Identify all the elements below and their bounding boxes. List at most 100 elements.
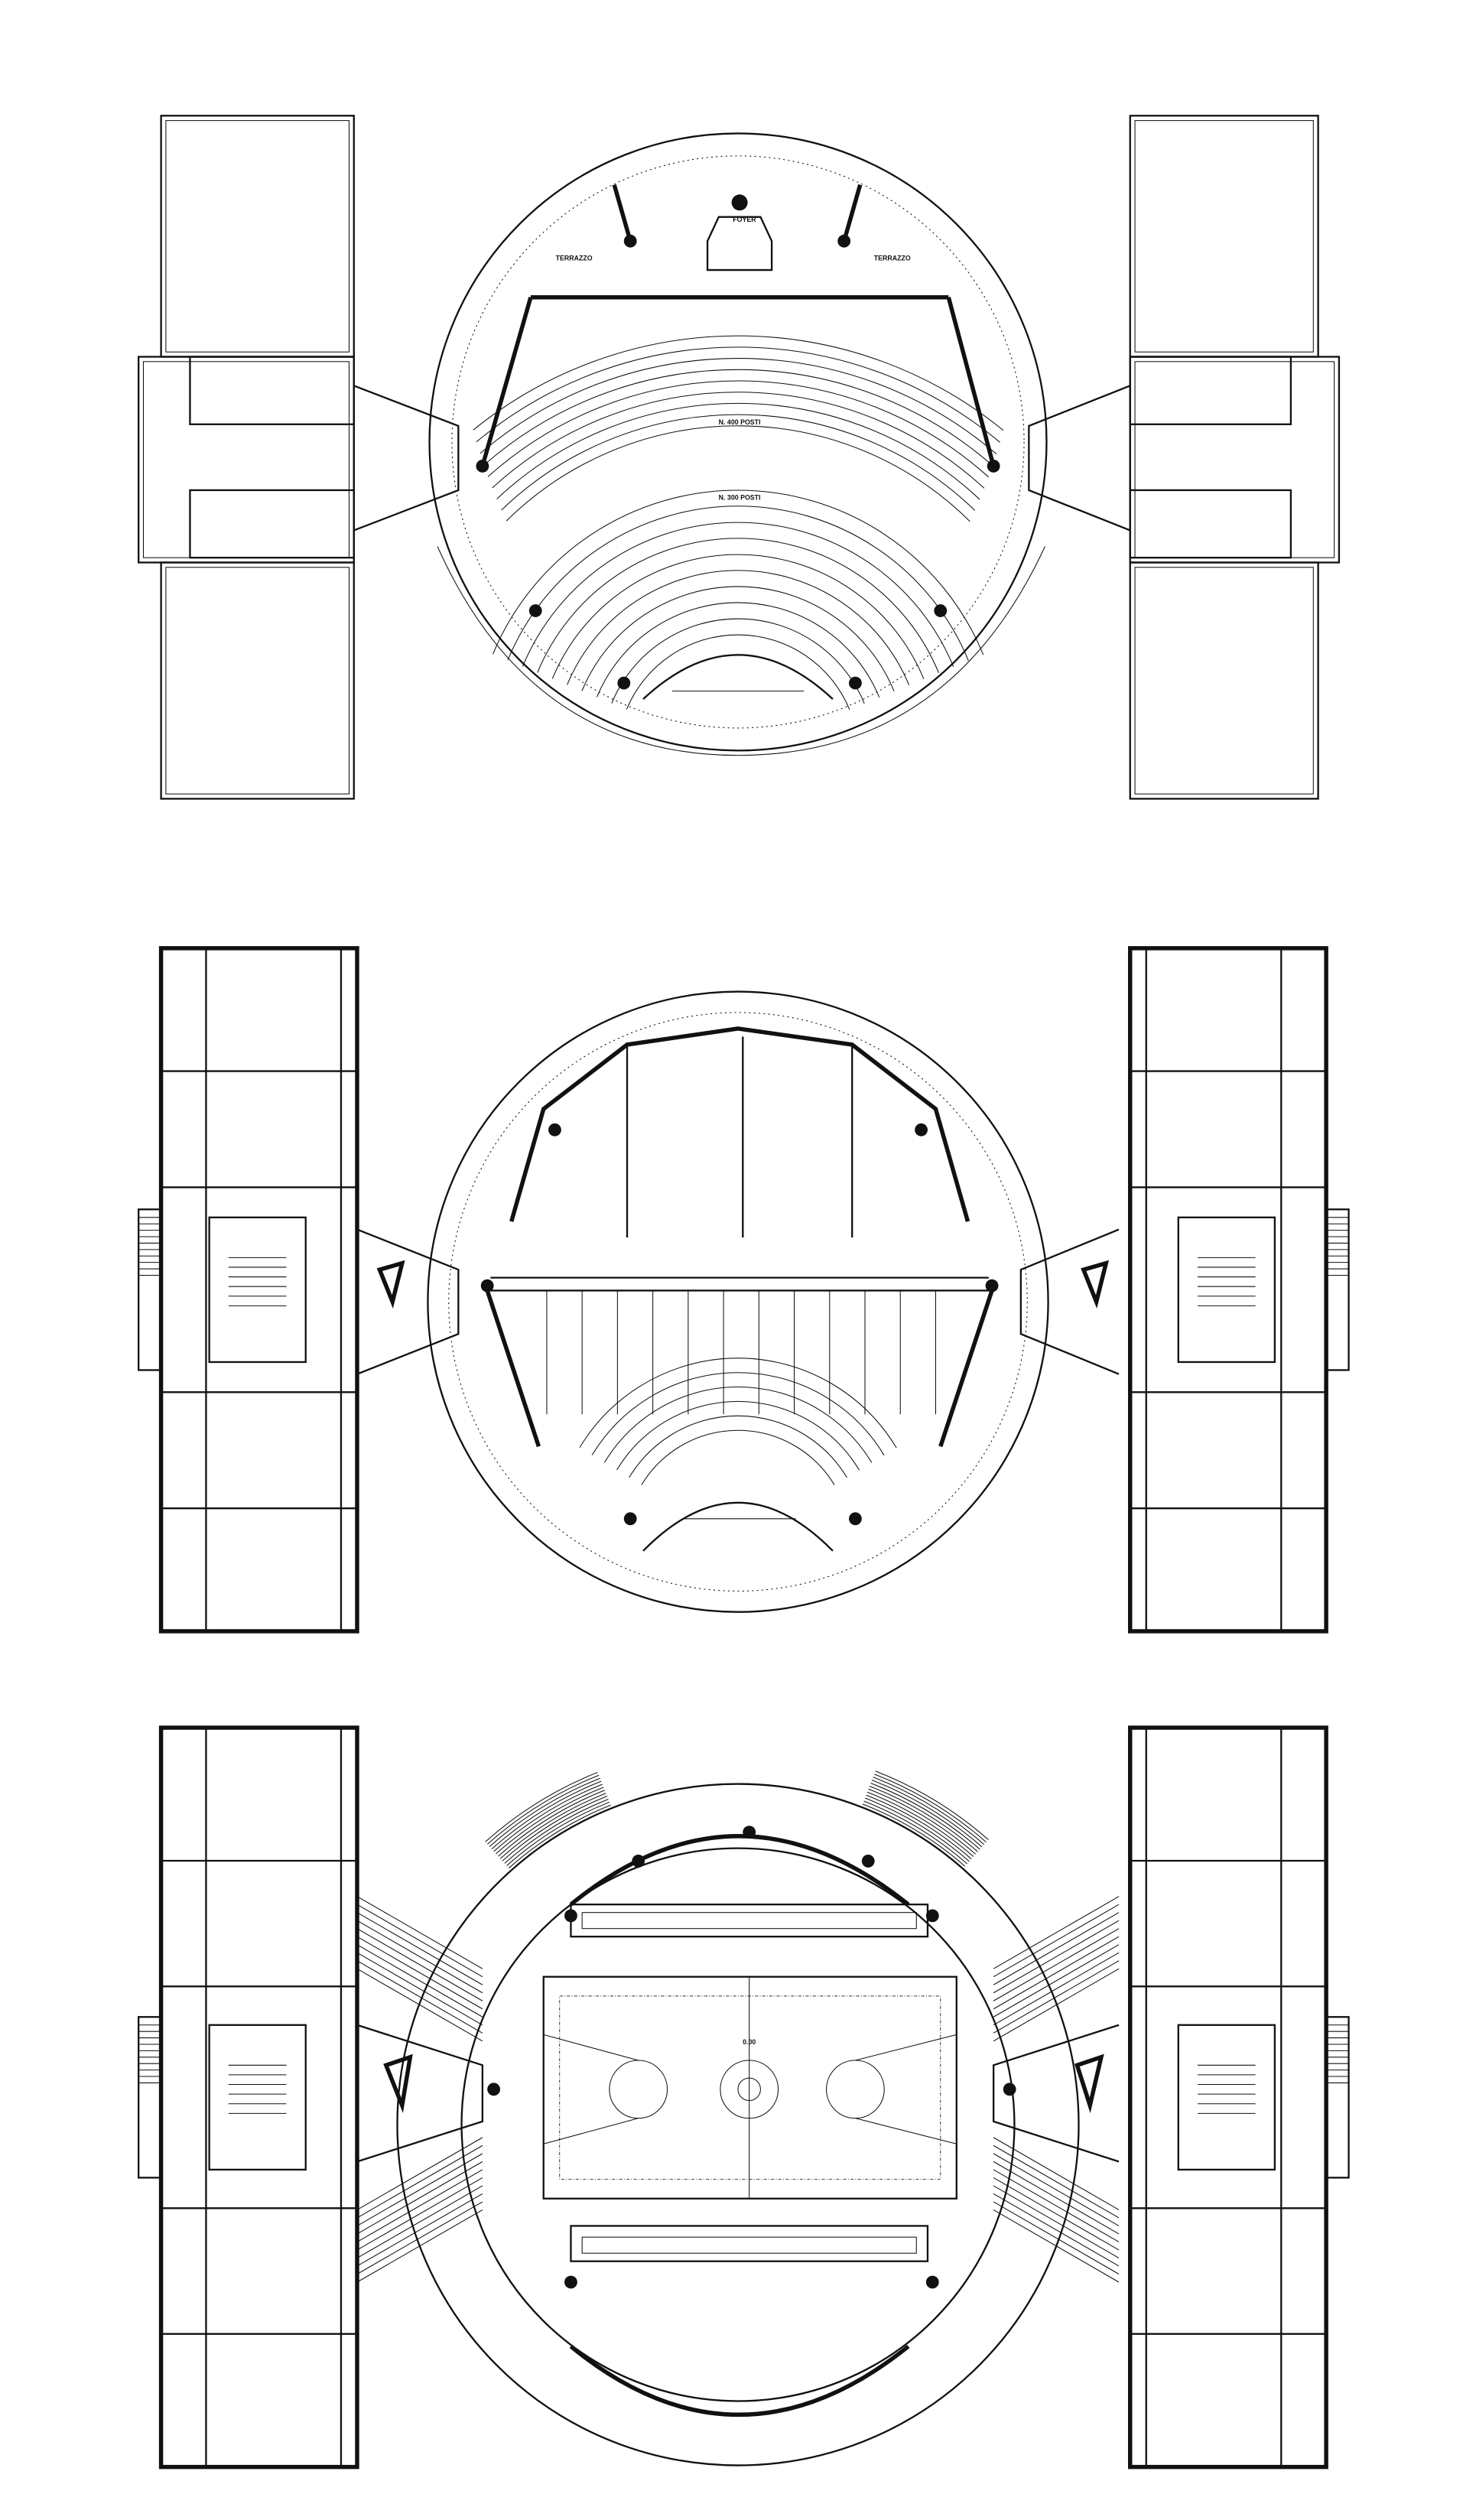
stair-step: [356, 2201, 483, 2275]
stair-step: [356, 2144, 483, 2219]
seat-row: [603, 1386, 873, 1463]
seat-row: [581, 586, 895, 692]
stair-step: [993, 2153, 1120, 2226]
stair-step: [993, 1968, 1120, 2042]
stair-step: [356, 2209, 483, 2283]
stair-tower: [1325, 1208, 1350, 1371]
stair-step: [993, 2193, 1120, 2267]
stair-tread: [499, 1793, 606, 1859]
stair-step: [993, 1952, 1120, 2026]
stair-step: [356, 2177, 483, 2251]
stage: [642, 654, 834, 700]
middle-outer-wall: [427, 990, 1049, 1613]
stair-step: [993, 1904, 1120, 1978]
seat-row: [480, 358, 997, 455]
stair-step: [993, 1936, 1120, 2010]
left-wing-roof: [138, 115, 460, 800]
seat-row: [473, 335, 1004, 431]
stair-step: [993, 1960, 1120, 2034]
stair-step: [993, 2177, 1120, 2251]
foyer-label: FOYER: [733, 216, 756, 223]
services-block: [208, 1216, 307, 1364]
stair-tread: [871, 1780, 983, 1848]
seat-row: [487, 380, 989, 478]
auditorium-seating-rows: [473, 335, 1004, 710]
classroom-wings: [138, 1725, 1350, 2470]
upper-floor-plan-auditorium: FOYER TERRAZZO TERRAZZO N. 400 POSTI N. …: [138, 115, 1341, 800]
seat-row: [597, 602, 880, 697]
stair-step: [356, 1936, 483, 2010]
stair-tread: [874, 1774, 987, 1843]
stair-step: [356, 2153, 483, 2226]
stair-step: [993, 1912, 1120, 1985]
stair-step: [356, 1968, 483, 2042]
link-bridge: [992, 2024, 1120, 2163]
stair-step: [356, 2169, 483, 2242]
stair-tread: [502, 1796, 608, 1862]
gym-outer-wall: [396, 1783, 1080, 2466]
stair-step: [993, 1928, 1120, 2001]
stair-tread: [864, 1797, 970, 1862]
seat-row: [551, 554, 925, 680]
seat-row: [641, 1429, 835, 1485]
terrace-left-label: TERRAZZO: [556, 254, 593, 262]
seat-row: [567, 570, 910, 686]
stair-step: [356, 2137, 483, 2210]
stair-tread: [485, 1771, 598, 1842]
seat-row: [522, 522, 954, 668]
stair-tread: [504, 1799, 609, 1864]
seat-row: [591, 1372, 885, 1456]
ground-floor-plan-gymnasium: 0.00: [138, 1725, 1350, 2470]
auditorium-outer-wall: [428, 132, 1048, 752]
services-block: [1177, 2024, 1276, 2171]
stair-tread: [870, 1783, 980, 1850]
terrace-right-label: TERRAZZO: [874, 254, 911, 262]
seat-row: [507, 506, 969, 662]
stair-step: [356, 2161, 483, 2235]
stair-step: [356, 1896, 483, 1969]
right-wing-roof: [1028, 115, 1341, 800]
stair-step: [993, 2144, 1120, 2219]
stair-step: [993, 2169, 1120, 2242]
stair-tower: [1325, 2016, 1350, 2179]
stair-step: [993, 2201, 1120, 2275]
stair-tread: [498, 1790, 605, 1857]
seat-row: [501, 414, 976, 511]
middle-floor-plan: [138, 946, 1350, 1634]
seat-row: [492, 392, 985, 489]
stair-tower: [138, 2016, 162, 2179]
stair-tread: [493, 1784, 603, 1852]
external-stair-ramps: [356, 1771, 1120, 2283]
stair-tread: [873, 1777, 985, 1845]
stair-tread: [491, 1780, 602, 1850]
stair-tread: [496, 1787, 604, 1855]
stair-step: [993, 1896, 1120, 1969]
stair-tread: [506, 1801, 610, 1866]
seat-row: [629, 1415, 847, 1478]
stair-step: [356, 2185, 483, 2258]
stair-step: [356, 1960, 483, 2034]
classroom-wings: [138, 946, 1350, 1634]
stair-step: [993, 2137, 1120, 2210]
seat-row: [476, 346, 1000, 443]
stair-step: [356, 1928, 483, 2001]
basketball-court: [542, 1975, 957, 2200]
upper-seating-capacity-label: N. 400 POSTI: [719, 418, 761, 426]
stair-tread: [862, 1803, 966, 1867]
stair-tread: [869, 1786, 978, 1852]
stair-tread: [875, 1771, 989, 1840]
stage: [642, 1501, 834, 1552]
services-block: [208, 2024, 307, 2171]
seat-row: [483, 369, 993, 467]
stair-tread: [866, 1791, 974, 1857]
stair-tread: [868, 1788, 976, 1855]
stair-step: [356, 1944, 483, 2018]
amphitheatre-rows: [579, 1358, 897, 1485]
seat-row: [493, 489, 984, 655]
stair-step: [356, 1920, 483, 1994]
link-bridge: [356, 2024, 484, 2163]
seat-row: [579, 1358, 897, 1449]
stair-tread: [487, 1774, 600, 1845]
stair-step: [993, 2185, 1120, 2258]
